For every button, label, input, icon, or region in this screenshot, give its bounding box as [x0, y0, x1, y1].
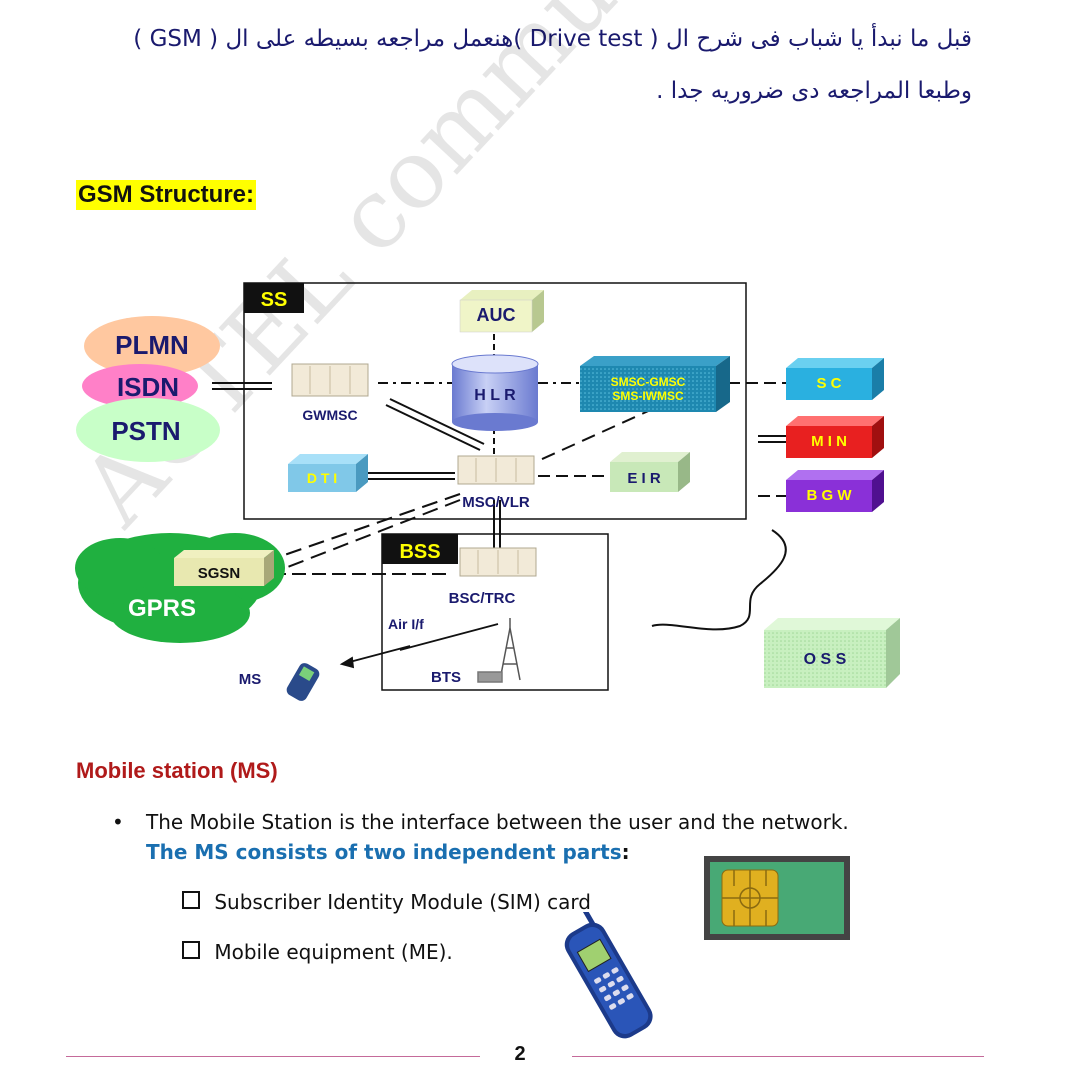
sc-node: S C: [786, 358, 884, 400]
bss-label: BSS: [399, 541, 440, 563]
sim-card-image: [704, 856, 850, 940]
blue-text: The MS consists of two independent parts: [146, 840, 622, 864]
oss-label: O S S: [804, 651, 847, 668]
hlr-label: H L R: [474, 387, 516, 404]
bts-label: BTS: [431, 669, 461, 686]
smsc-node: SMSC-GMSC SMS-IWMSC: [580, 356, 730, 412]
gwmsc-node: GWMSC: [291, 363, 369, 423]
gwmsc-label: GWMSC: [302, 407, 357, 423]
section-title: Mobile station (MS): [76, 758, 278, 783]
network-clouds: PLMN ISDN PSTN: [76, 316, 220, 462]
gsm-architecture-diagram: PLMN ISDN PSTN SS AUC: [75, 282, 900, 701]
sgsn-label: SGSN: [198, 565, 241, 582]
blue-colon: :: [621, 840, 630, 864]
list-item: Subscriber Identity Module (SIM) card: [182, 890, 591, 914]
eir-label: E I R: [627, 470, 661, 487]
bullet-text: The Mobile Station is the interface betw…: [146, 810, 849, 834]
dti-node: D T I: [288, 454, 368, 492]
air-if-label: Air I/f: [388, 616, 424, 632]
smsc-label-1: SMSC-GMSC: [611, 375, 686, 389]
bsc-trc-node: BSC/TRC: [449, 547, 537, 607]
smsc-label-2: SMS-IWMSC: [612, 389, 684, 403]
bsc-trc-label: BSC/TRC: [449, 590, 516, 607]
checkbox-icon: [182, 891, 200, 909]
msc-vlr-label: MSC/VLR: [462, 494, 530, 511]
connection-lines: [212, 334, 788, 631]
isdn-label: ISDN: [117, 372, 179, 402]
min-node: M I N: [786, 416, 884, 458]
ss-label: SS: [261, 289, 288, 311]
msc-vlr-node: MSC/VLR: [457, 455, 535, 511]
checkbox-icon: [182, 941, 200, 959]
blue-line: The MS consists of two independent parts…: [146, 840, 630, 864]
bgw-node: B G W: [786, 470, 884, 512]
dti-label: D T I: [307, 470, 337, 486]
intro-line-2: وطبعا المراجعه دى ضروريه جدا .: [656, 78, 972, 104]
intro-line-1: قبل ما نبدأ يا شباب فى شرح ال ( Drive te…: [133, 26, 972, 52]
footer-rule-left: [66, 1056, 480, 1057]
sgsn-node: SGSN: [174, 550, 274, 586]
oss-node: O S S: [764, 618, 900, 688]
gsm-structure-heading: GSM Structure:: [76, 180, 257, 210]
plmn-label: PLMN: [115, 330, 189, 360]
sc-label: S C: [816, 375, 841, 392]
bss-box: [381, 533, 609, 691]
page-number: 2: [514, 1043, 526, 1065]
pstn-label: PSTN: [111, 416, 180, 446]
eir-node: E I R: [610, 452, 690, 492]
min-label: M I N: [811, 433, 847, 450]
footer-rule-right: [572, 1056, 984, 1057]
ms-phone-icon: [286, 663, 320, 701]
auc-node: AUC: [459, 290, 544, 333]
gprs-label: GPRS: [128, 595, 196, 622]
mobile-phone-image: [564, 912, 653, 1039]
hlr-node: H L R: [451, 354, 539, 431]
ms-label: MS: [239, 671, 262, 688]
air-interface-link: [339, 623, 499, 669]
bullet-marker: •: [112, 810, 124, 834]
bgw-label: B G W: [807, 487, 853, 504]
list-item: Mobile equipment (ME).: [182, 940, 453, 964]
bts-tower: [477, 618, 521, 683]
gprs-cloud: GPRS: [75, 533, 285, 643]
auc-label: AUC: [477, 305, 516, 325]
